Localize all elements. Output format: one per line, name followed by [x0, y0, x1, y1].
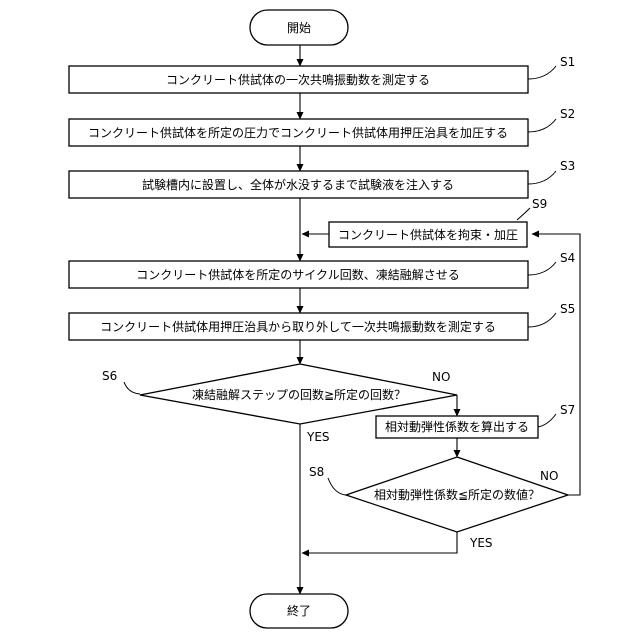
process-s5: コンクリート供試体用押圧治具から取り外して一次共鳴振動数を測定する — [69, 313, 528, 340]
leader-s9 — [517, 208, 530, 220]
leader-s6 — [124, 382, 140, 394]
process-s2: コンクリート供試体を所定の圧力でコンクリート供試体用押圧治具を加圧する — [69, 119, 528, 146]
start-label: 開始 — [287, 21, 311, 35]
process-text-s9: コンクリート供試体を拘束・加圧 — [338, 227, 518, 242]
leader-s7 — [538, 414, 556, 427]
end-terminal: 終了 — [250, 594, 348, 628]
process-text-s1: コンクリート供試体の一次共鳴振動数を測定する — [166, 72, 430, 87]
process-s7: 相対動弾性係数を算出する — [376, 416, 538, 438]
decision-text-s8: 相対動弾性係数≦所定の数値？ — [374, 487, 540, 502]
leader-s4 — [528, 262, 556, 275]
branch-s6-no: NO — [432, 370, 450, 384]
process-s9: コンクリート供試体を拘束・加圧 — [329, 222, 527, 247]
branch-s6-yes: YES — [306, 430, 330, 444]
process-text-s4: コンクリート供試体を所定のサイクル回数、凍結融解させる — [136, 267, 459, 282]
step-label-s6: S6 — [102, 369, 117, 383]
process-s1: コンクリート供試体の一次共鳴振動数を測定する — [69, 66, 528, 93]
process-text-s2: コンクリート供試体を所定の圧力でコンクリート供試体用押圧治具を加圧する — [88, 125, 508, 140]
decision-s6: 凍結融解ステップの回数≧所定の回数？ — [140, 364, 457, 424]
end-label: 終了 — [287, 603, 311, 618]
step-label-s8: S8 — [309, 465, 324, 479]
leader-s3 — [528, 171, 556, 184]
step-label-s3: S3 — [560, 159, 575, 173]
branch-s8-no: NO — [540, 469, 558, 483]
step-label-s9: S9 — [532, 197, 547, 211]
process-text-s7: 相対動弾性係数を算出する — [385, 419, 529, 434]
start-terminal: 開始 — [250, 10, 348, 45]
step-label-s2: S2 — [560, 107, 575, 121]
step-label-s4: S4 — [560, 251, 575, 265]
step-label-s1: S1 — [560, 55, 575, 69]
leader-s5 — [528, 313, 556, 327]
process-text-s3: 試験槽内に設置し、全体が水没するまで試験液を注入する — [142, 177, 454, 192]
process-text-s5: コンクリート供試体用押圧治具から取り外して一次共鳴振動数を測定する — [100, 319, 496, 334]
leader-s2 — [528, 119, 556, 132]
step-label-s7: S7 — [560, 403, 575, 417]
process-s4: コンクリート供試体を所定のサイクル回数、凍結融解させる — [69, 261, 528, 288]
decision-text-s6: 凍結融解ステップの回数≧所定の回数？ — [192, 387, 406, 402]
arrow-s8-yes-to-main — [302, 532, 457, 553]
process-s3: 試験槽内に設置し、全体が水没するまで試験液を注入する — [69, 171, 528, 198]
step-label-s5: S5 — [560, 302, 575, 316]
leader-s8 — [328, 478, 346, 495]
branch-s8-yes: YES — [469, 536, 493, 550]
leader-s1 — [528, 66, 556, 79]
decision-s8: 相対動弾性係数≦所定の数値？ — [346, 457, 568, 532]
